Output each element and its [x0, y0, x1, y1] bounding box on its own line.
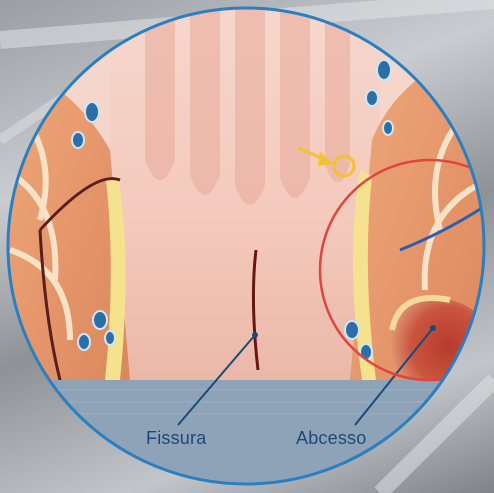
fissura-pointer-dot — [252, 332, 258, 338]
abcesso-label: Abcesso — [296, 428, 366, 449]
abcesso-pointer-dot — [430, 325, 436, 331]
fissura-label: Fissura — [146, 428, 206, 449]
anal-canal — [110, 0, 380, 380]
floor — [0, 380, 494, 493]
